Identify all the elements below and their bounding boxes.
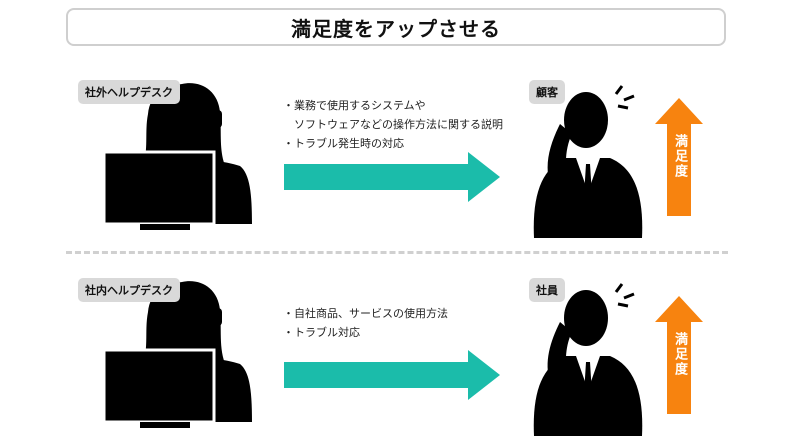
bullet-list: ・業務で使用するシステムや ソフトウェアなどの操作方法に関する説明 ・トラブル発… (283, 96, 503, 153)
helpdesk-operator-icon (102, 83, 252, 230)
row-internal: 社内ヘルプデスク ・自社商品、サービスの使用方法 ・トラブル対応 社員 満足度 (0, 272, 792, 442)
bullet-item: ・トラブル対応 (283, 326, 360, 339)
section-divider (66, 251, 728, 254)
bullet-item: ソフトウェアなどの操作方法に関する説明 (283, 118, 503, 131)
satisfaction-arrow: 満足度 (655, 98, 703, 220)
bullet-list: ・自社商品、サービスの使用方法 ・トラブル対応 (283, 304, 448, 342)
bullet-item: ・自社商品、サービスの使用方法 (283, 307, 448, 320)
helpdesk-operator-icon (102, 281, 252, 428)
satisfaction-arrow: 満足度 (655, 296, 703, 418)
person-label: 社員 (529, 278, 565, 302)
page-title: 満足度をアップさせる (66, 8, 726, 46)
bullet-item: ・トラブル発生時の対応 (283, 137, 404, 150)
flow-arrow-icon (284, 350, 500, 400)
up-arrow-icon (655, 296, 703, 414)
customer-on-phone-icon (533, 85, 643, 238)
satisfaction-label: 満足度 (672, 332, 687, 377)
bullet-item: ・業務で使用するシステムや (283, 99, 426, 112)
up-arrow-icon (655, 98, 703, 216)
desk-label: 社内ヘルプデスク (78, 278, 180, 302)
flow-arrow-icon (284, 152, 500, 202)
person-label: 顧客 (529, 80, 565, 104)
satisfaction-label: 満足度 (672, 134, 687, 179)
desk-label: 社外ヘルプデスク (78, 80, 180, 104)
row-external: 社外ヘルプデスク ・業務で使用するシステムや ソフトウェアなどの操作方法に関する… (0, 74, 792, 244)
employee-on-phone-icon (533, 283, 643, 436)
